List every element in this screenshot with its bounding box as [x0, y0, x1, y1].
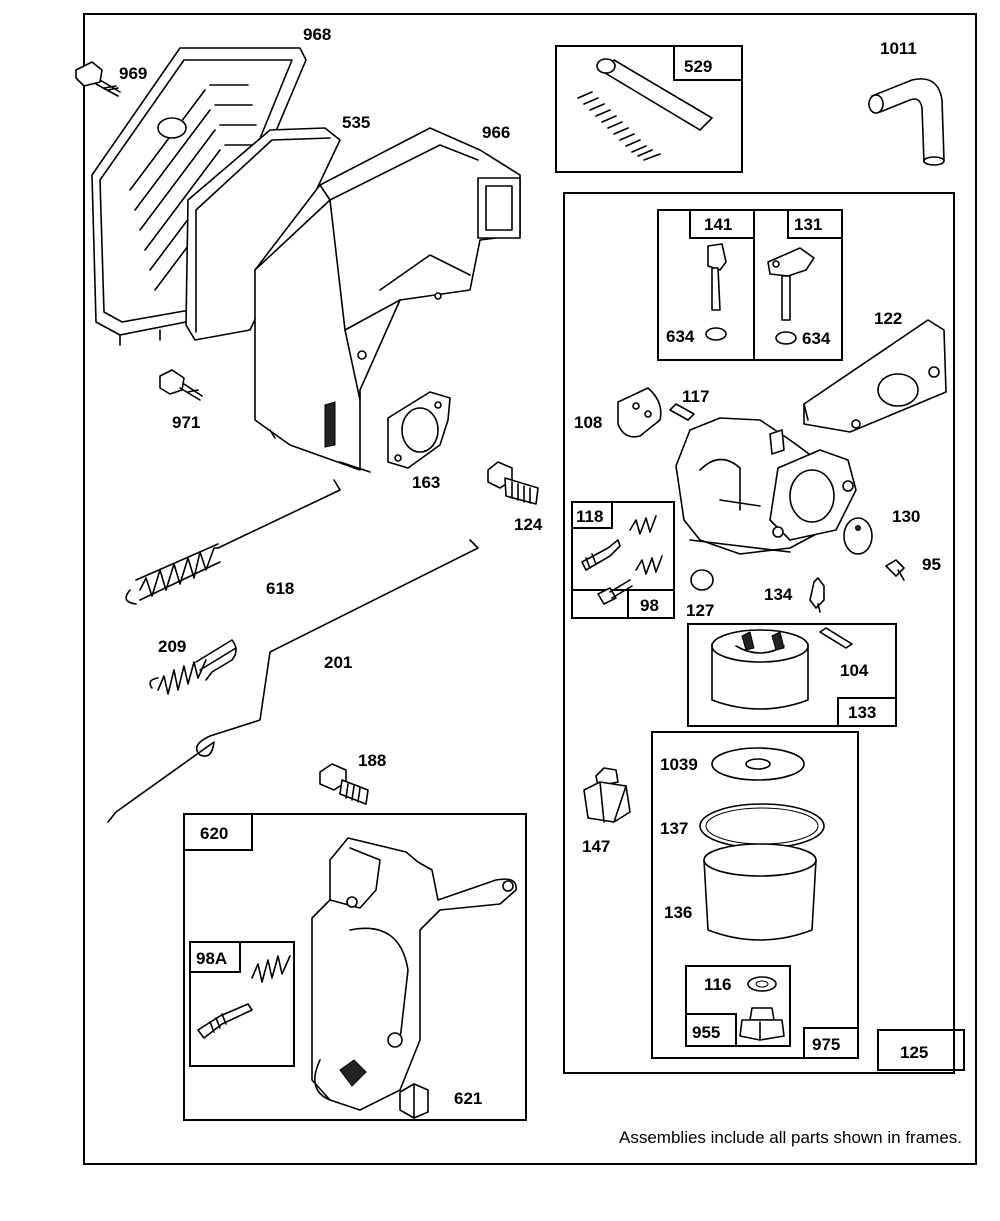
part-529-spring-sleeve	[577, 58, 713, 161]
label-98: 98	[640, 596, 659, 615]
assemblies-note: Assemblies include all parts shown in fr…	[619, 1128, 962, 1147]
part-955-bowl-nut	[739, 1007, 785, 1041]
part-108-choke-plate	[617, 387, 662, 438]
label-966: 966	[482, 123, 510, 142]
part-136-float-bowl	[703, 843, 817, 941]
label-535: 535	[342, 113, 370, 132]
label-1011: 1011	[880, 39, 917, 58]
outer-border	[83, 13, 977, 1165]
label-125: 125	[900, 1043, 928, 1062]
label-955: 955	[692, 1023, 720, 1042]
label-968: 968	[303, 25, 331, 44]
part-971-screw	[159, 369, 203, 401]
part-141-choke-shaft	[705, 243, 727, 341]
label-108: 108	[574, 413, 602, 432]
part-131-throttle-shaft	[767, 247, 815, 345]
label-136: 136	[664, 903, 692, 922]
part-95-screw	[885, 559, 905, 581]
part-122-insulator	[803, 319, 947, 433]
label-188: 188	[358, 751, 386, 770]
label-634-right: 634	[802, 329, 831, 348]
label-137: 137	[660, 819, 688, 838]
label-621: 621	[454, 1089, 482, 1108]
label-131: 131	[794, 215, 822, 234]
part-98-screw	[597, 579, 633, 605]
part-163-gasket	[387, 391, 451, 469]
part-130-plate	[843, 517, 873, 555]
frame-116-955	[685, 965, 791, 1047]
label-134: 134	[764, 585, 793, 604]
part-133-float	[711, 629, 809, 710]
part-966-cover	[254, 127, 521, 473]
frame-125	[563, 192, 965, 1074]
frame-529	[555, 45, 743, 173]
label-130: 130	[892, 507, 920, 526]
part-104-hinge-pin	[819, 627, 853, 649]
part-117-pin	[669, 403, 695, 421]
label-117: 117	[682, 387, 709, 406]
part-209-spring	[149, 639, 237, 695]
part-188-bolt	[319, 763, 369, 805]
label-201: 201	[324, 653, 352, 672]
part-201-governor-link	[107, 539, 479, 823]
label-634-left: 634	[666, 327, 695, 346]
frame-620	[183, 813, 527, 1121]
frame-975	[651, 731, 859, 1059]
part-127-plug	[690, 569, 714, 591]
label-141: 141	[704, 215, 732, 234]
part-carburetor-body	[675, 417, 857, 555]
label-95: 95	[922, 555, 941, 574]
part-1011-hose	[868, 78, 945, 166]
frame-141-131	[657, 209, 843, 361]
label-163: 163	[412, 473, 440, 492]
part-124-stud	[487, 461, 539, 505]
label-122: 122	[874, 309, 902, 328]
part-137-o-ring	[699, 803, 825, 849]
label-104: 104	[840, 661, 869, 680]
label-529: 529	[684, 57, 712, 76]
label-1039: 1039	[660, 755, 698, 774]
label-618: 618	[266, 579, 294, 598]
frame-118-98	[571, 501, 675, 619]
label-127: 127	[686, 601, 714, 620]
label-116: 116	[704, 975, 731, 994]
label-147: 147	[582, 837, 610, 856]
part-620-control-bracket	[311, 837, 517, 1111]
part-98A-idle-screw-spring	[197, 955, 291, 1039]
label-971: 971	[172, 413, 200, 432]
part-1039-gasket	[711, 747, 805, 781]
label-124: 124	[514, 515, 543, 534]
label-209: 209	[158, 637, 186, 656]
label-975: 975	[812, 1035, 840, 1054]
frame-133	[687, 623, 897, 727]
part-134-inlet-needle	[809, 577, 825, 613]
label-133: 133	[848, 703, 876, 722]
part-969-screw	[75, 61, 121, 97]
part-147-nut	[583, 767, 631, 823]
label-620: 620	[200, 824, 228, 843]
part-118-mixture-screw	[581, 515, 663, 575]
part-116-washer	[747, 976, 777, 992]
label-98A: 98A	[196, 949, 227, 968]
label-969: 969	[119, 64, 147, 83]
part-618-governor-spring	[125, 479, 341, 605]
part-621-clip	[399, 1083, 429, 1119]
label-118: 118	[576, 507, 603, 526]
